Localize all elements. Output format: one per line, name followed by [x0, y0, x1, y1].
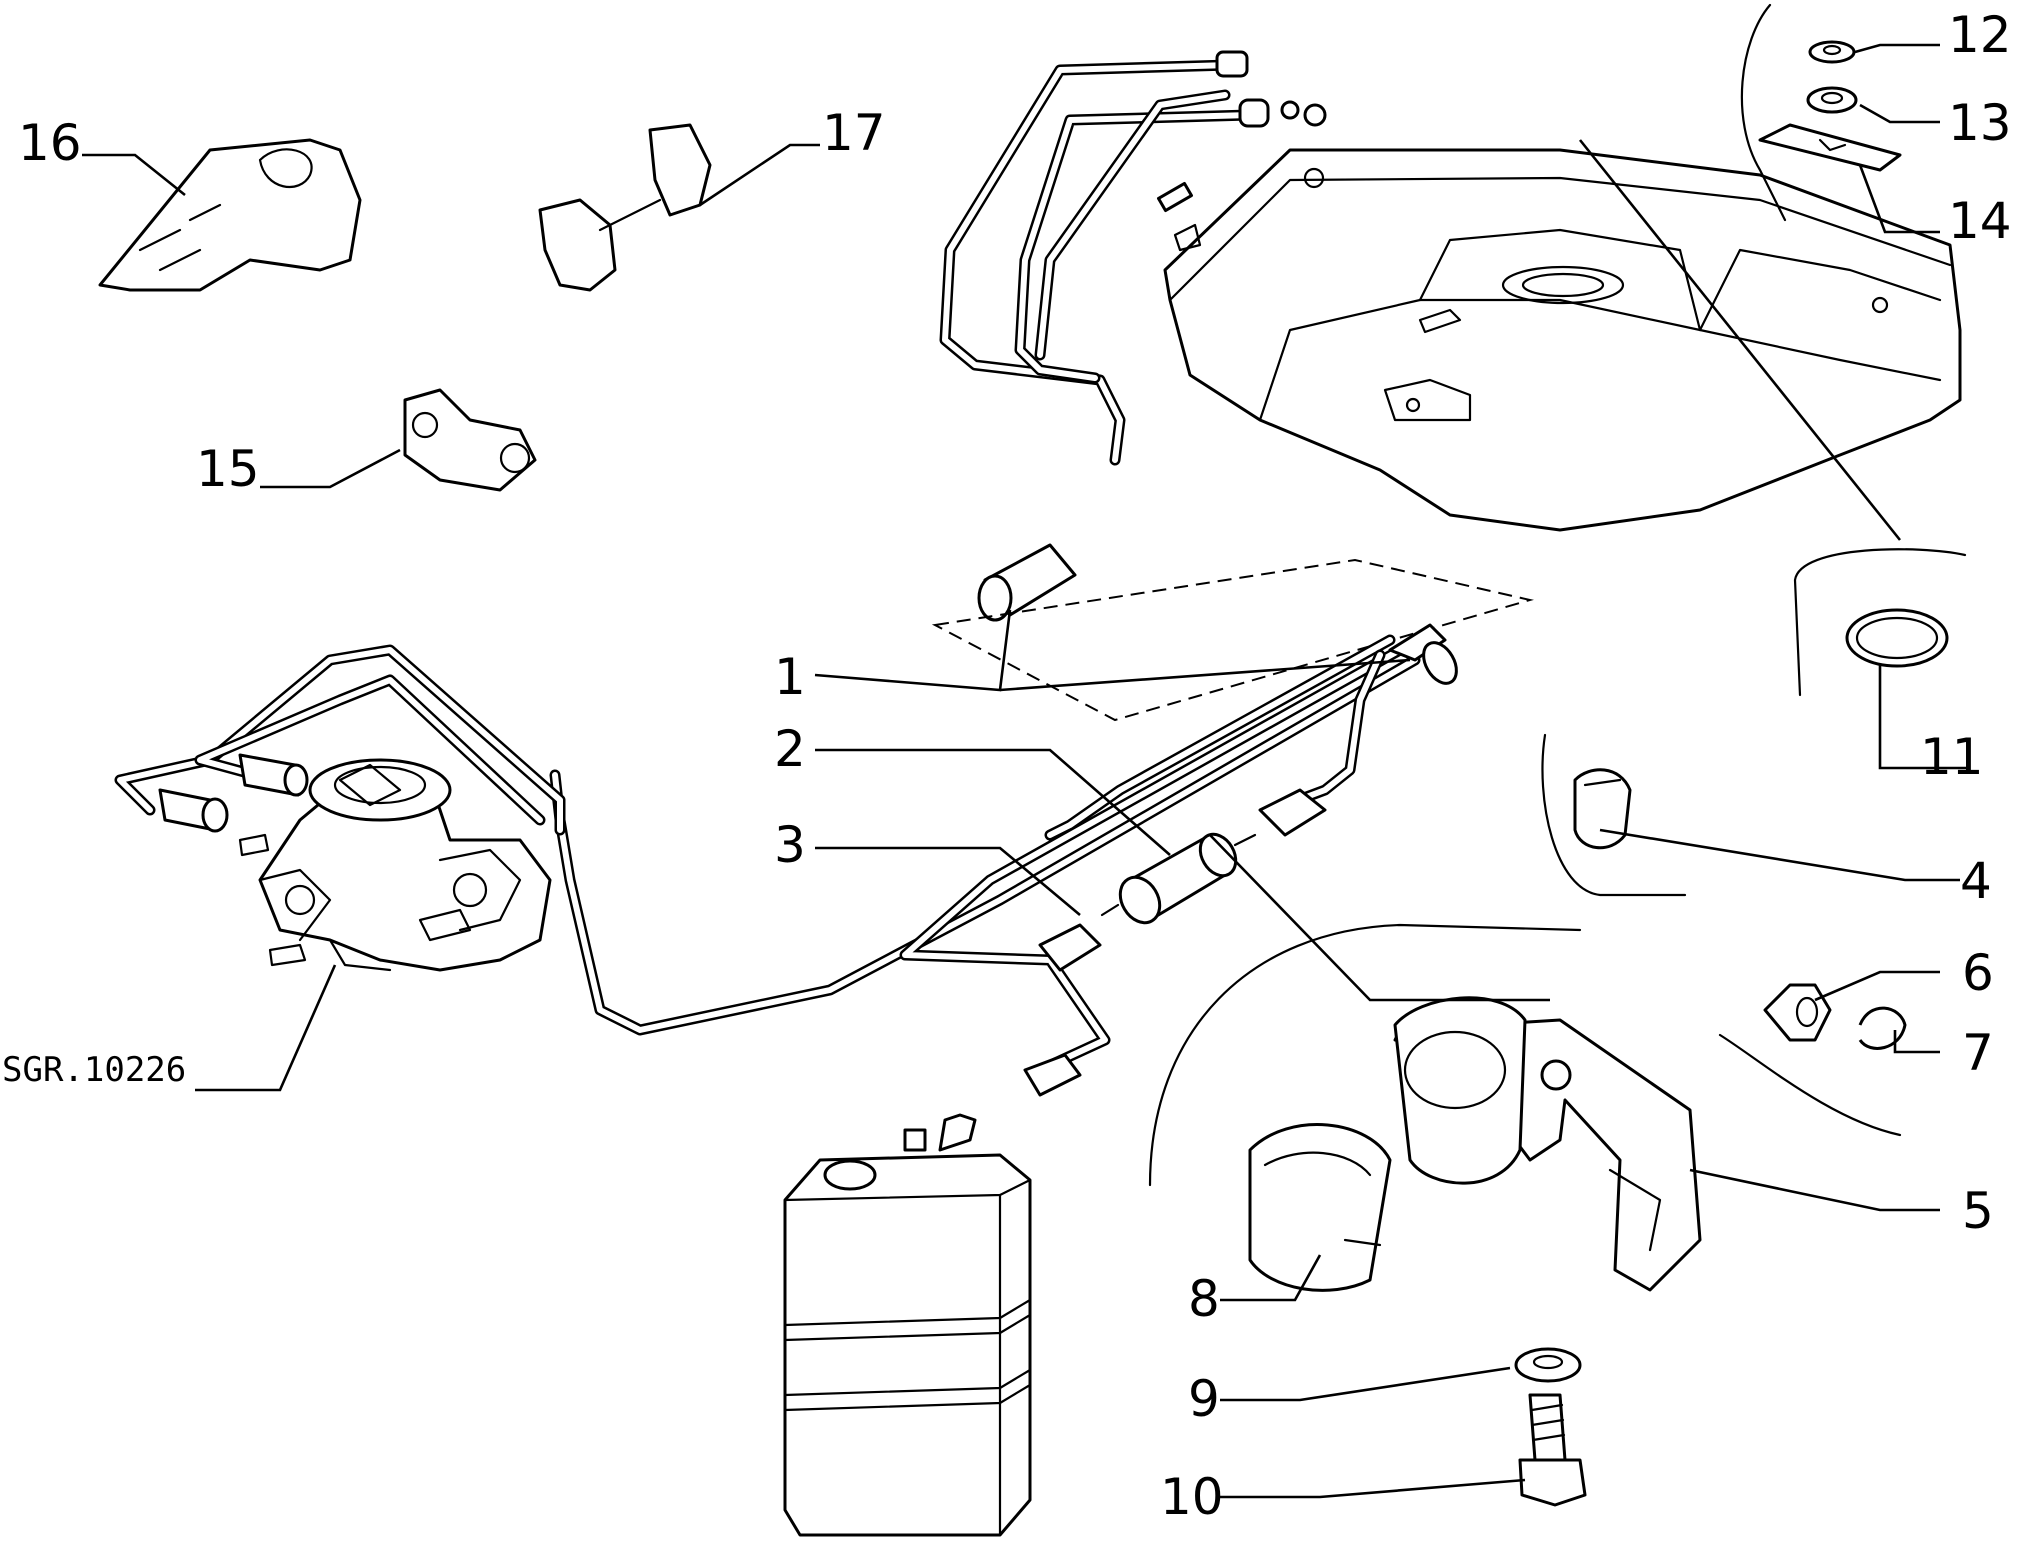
tank-washer: [1806, 86, 1858, 114]
o-ring: [1845, 608, 1949, 668]
upper-fuel-pipes: [939, 50, 1327, 622]
filter-clamp-ring: [1248, 1123, 1392, 1292]
fuel-filter: [1100, 832, 1257, 925]
pipe-holder-bracket: [98, 138, 362, 292]
callout-4: 4: [1960, 852, 1992, 910]
group-bracket-4: [1541, 733, 1687, 897]
carbon-canister: [783, 1113, 1032, 1537]
callout-11: 11: [1920, 728, 1984, 786]
dashed-outline: [931, 558, 1534, 722]
callout-16: 16: [18, 114, 82, 172]
callout-12: 12: [1948, 6, 2012, 64]
double-pipe-clip: [403, 388, 537, 492]
group-bracket-5-8: [1148, 923, 1582, 1187]
callout-17: 17: [822, 104, 886, 162]
callout-13: 13: [1948, 94, 2012, 152]
carburettor-pipes: [114, 644, 566, 836]
group-bracket-12-14: [1740, 3, 1787, 222]
fuel-tank: [1163, 148, 1962, 532]
main-fuel-pipes: [549, 623, 1458, 1097]
clip-washer: [1858, 1006, 1907, 1050]
carburettor: [238, 758, 552, 972]
hose-clamp: [1573, 768, 1632, 850]
spring-washer: [1514, 1347, 1582, 1383]
group-bracket-11: [1793, 548, 1967, 697]
reference-code: SGR.10226: [2, 1050, 187, 1090]
filter-bracket: [1393, 996, 1702, 1292]
tank-nut: [1808, 40, 1856, 64]
callout-9: 9: [1188, 1370, 1220, 1428]
tank-strap-plate: [1758, 123, 1902, 172]
callout-6: 6: [1962, 944, 1994, 1002]
group-bracket-6-7: [1718, 1033, 1902, 1137]
callout-7: 7: [1962, 1024, 1994, 1082]
callout-10: 10: [1160, 1468, 1224, 1526]
pipe-clip: [538, 123, 712, 292]
callout-15: 15: [196, 440, 260, 498]
nut: [1763, 983, 1832, 1042]
callout-3: 3: [774, 816, 806, 874]
callout-2: 2: [774, 720, 806, 778]
callout-5: 5: [1962, 1182, 1994, 1240]
callout-1: 1: [774, 648, 806, 706]
callout-14: 14: [1948, 192, 2012, 250]
callout-8: 8: [1188, 1270, 1220, 1328]
bolt: [1518, 1393, 1587, 1507]
